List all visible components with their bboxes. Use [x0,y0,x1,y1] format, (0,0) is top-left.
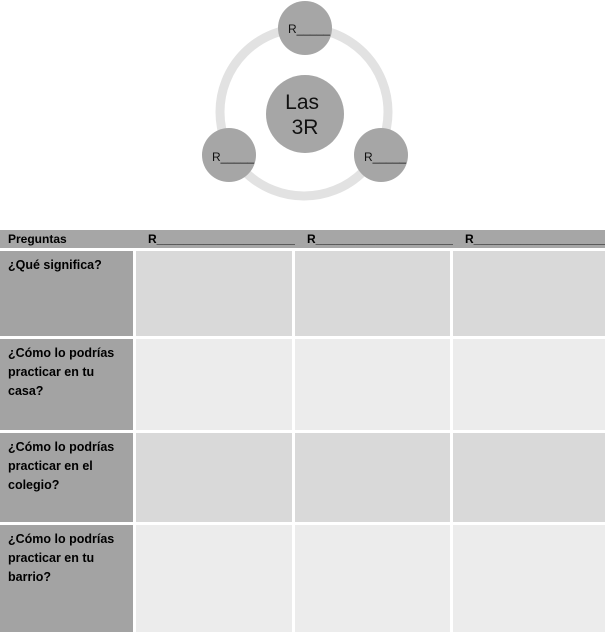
answer-cell[interactable] [295,525,450,632]
answer-cell[interactable] [453,339,605,430]
table-row: ¿Cómo lo podrías practicar en tu barrio? [0,525,605,632]
answer-cell[interactable] [453,251,605,336]
answer-cell[interactable] [295,251,450,336]
answer-cell[interactable] [453,433,605,522]
center-label-line1: Las [285,91,319,114]
table-row: ¿Qué significa? [0,251,605,336]
answer-cell[interactable] [136,251,292,336]
answer-cell[interactable] [136,433,292,522]
center-label-line2: 3R [292,116,319,139]
answer-cell[interactable] [453,525,605,632]
question-cell: ¿Qué significa? [0,251,133,336]
center-circle: Las 3R [266,75,344,153]
table-header-row: Preguntas R______________________ R_____… [0,230,605,248]
answer-cell[interactable] [295,433,450,522]
table-row: ¿Cómo lo podrías practicar en el colegio… [0,433,605,522]
satellite-circle-bottom-left[interactable]: R_____ [202,128,256,182]
satellite-blank-top[interactable]: R_____ [288,22,330,36]
header-cell-r1[interactable]: R______________________ [136,230,295,248]
header-cell-r3[interactable]: R______________________ [453,230,605,248]
table-row: ¿Cómo lo podrías practicar en tu casa? [0,339,605,430]
question-cell: ¿Cómo lo podrías practicar en tu barrio? [0,525,133,632]
satellite-blank-bottom-right[interactable]: R_____ [364,150,406,164]
header-cell-r2[interactable]: R______________________ [295,230,453,248]
svg-text:Las 3R: Las 3R [285,91,325,139]
answer-cell[interactable] [136,525,292,632]
question-cell: ¿Cómo lo podrías practicar en tu casa? [0,339,133,430]
answer-cell[interactable] [136,339,292,430]
answer-cell[interactable] [295,339,450,430]
satellite-circle-top[interactable]: R_____ [278,1,332,55]
3r-diagram: Las 3R R_____ R_____ R_____ [0,0,607,212]
questions-table: Preguntas R______________________ R_____… [0,230,605,632]
satellite-blank-bottom-left[interactable]: R_____ [212,150,254,164]
header-cell-preguntas: Preguntas [0,230,136,248]
question-cell: ¿Cómo lo podrías practicar en el colegio… [0,433,133,522]
satellite-circle-bottom-right[interactable]: R_____ [354,128,408,182]
